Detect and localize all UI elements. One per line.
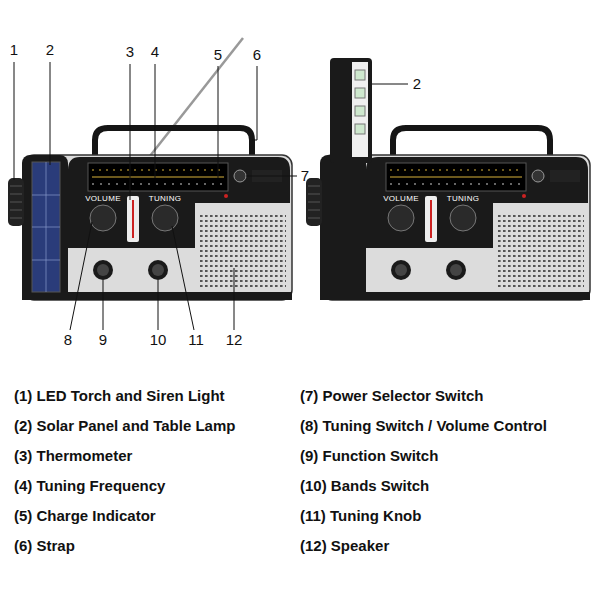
part-description: (9) Function Switch xyxy=(300,448,438,465)
part-description: (4) Tuning Frequency xyxy=(14,478,165,495)
panel-label: TUNING xyxy=(447,195,479,204)
callout-number: 12 xyxy=(226,332,243,349)
callout-number: 2 xyxy=(413,76,421,93)
part-description: (5) Charge Indicator xyxy=(14,508,156,525)
panel-label: TUNING xyxy=(149,195,181,204)
left-radio xyxy=(8,38,292,300)
part-description: (10) Bands Switch xyxy=(300,478,429,495)
callout-number: 6 xyxy=(253,47,261,64)
part-description: (2) Solar Panel and Table Lamp xyxy=(14,418,235,435)
panel-label: VOLUME xyxy=(383,195,419,204)
solar-panel xyxy=(32,162,60,292)
part-description: (3) Thermometer xyxy=(14,448,132,465)
part-description: (12) Speaker xyxy=(300,538,389,555)
callout-number: 7 xyxy=(301,168,309,185)
part-description: (11) Tuning Knob xyxy=(300,508,421,525)
callout-number: 11 xyxy=(188,332,204,349)
callout-number: 10 xyxy=(150,332,167,349)
callout-number: 9 xyxy=(99,332,107,349)
callout-number: 3 xyxy=(126,44,134,61)
leader-lines xyxy=(14,62,408,330)
callout-number: 5 xyxy=(214,47,222,64)
callout-number: 1 xyxy=(10,42,18,59)
callout-number: 8 xyxy=(64,332,72,349)
callout-number: 4 xyxy=(151,44,159,61)
panel-label: VOLUME xyxy=(85,195,121,204)
part-description: (6) Strap xyxy=(14,538,75,555)
right-radio xyxy=(306,58,590,300)
part-description: (1) LED Torch and Siren Light xyxy=(14,388,225,405)
table-lamp xyxy=(330,58,372,163)
callout-number: 2 xyxy=(46,42,54,59)
part-description: (8) Tuning Switch / Volume Control xyxy=(300,418,547,435)
part-description: (7) Power Selector Switch xyxy=(300,388,483,405)
